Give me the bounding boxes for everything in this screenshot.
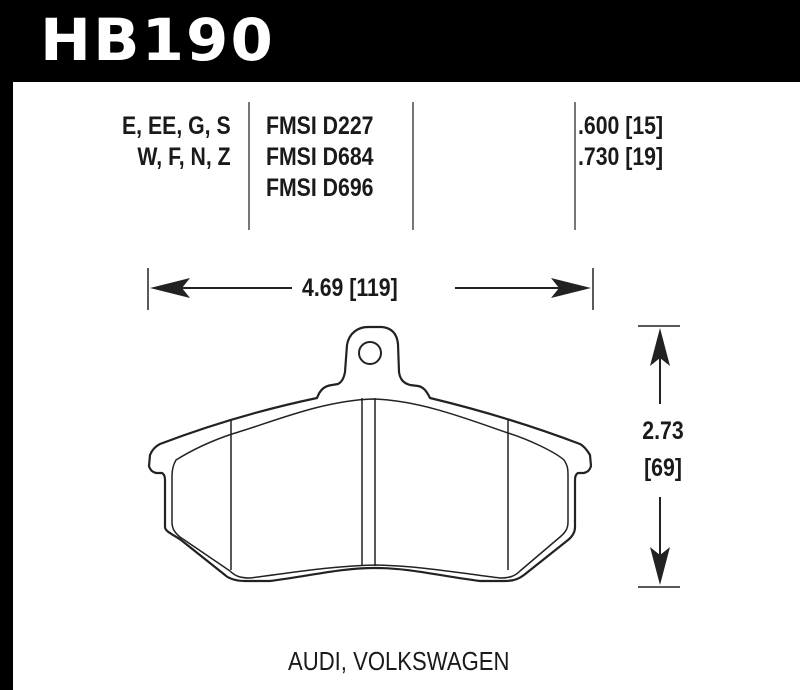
- compound-line-2: W, F, N, Z: [137, 143, 231, 171]
- thickness-line-2: .730 [19]: [578, 143, 664, 171]
- height-dimension-arrows: [638, 325, 680, 588]
- height-inches: 2.73: [642, 417, 684, 445]
- thickness-line-1: .600 [15]: [578, 112, 664, 140]
- divider-1: [248, 102, 250, 230]
- fmsi-list: FMSI D227 FMSI D684 FMSI D696: [266, 111, 373, 204]
- fmsi-line-2: FMSI D684: [266, 143, 374, 171]
- divider-2: [412, 102, 414, 230]
- compound-list: E, EE, G, S W, F, N, Z: [122, 111, 231, 173]
- vehicle-makes-label: AUDI, VOLKSWAGEN: [288, 646, 510, 676]
- width-dimension-label: 4.69 [119]: [302, 274, 398, 302]
- width-dimension-arrows: [147, 268, 594, 310]
- fmsi-line-1: FMSI D227: [266, 112, 374, 140]
- left-border: [0, 0, 13, 690]
- divider-3: [574, 102, 576, 230]
- thickness-list: .600 [15] .730 [19]: [578, 111, 663, 173]
- header-bar: [0, 0, 800, 82]
- fmsi-line-3: FMSI D696: [266, 174, 374, 202]
- part-number-title: HB190: [40, 6, 276, 74]
- height-mm: [69]: [644, 454, 682, 482]
- compound-line-1: E, EE, G, S: [122, 112, 231, 140]
- height-dimension-label: 2.73 [69]: [640, 416, 686, 484]
- brake-pad-outline: [147, 325, 593, 583]
